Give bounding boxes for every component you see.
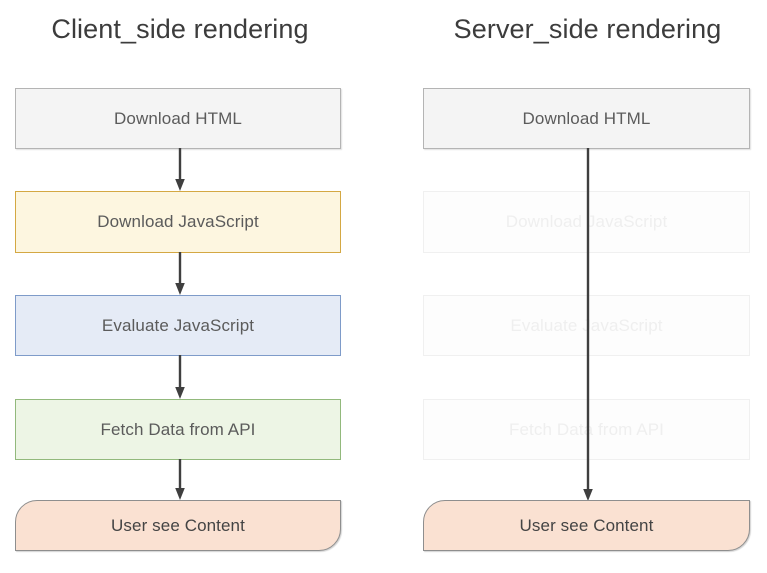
server-side-column-title: Server_side rendering (453, 14, 722, 44)
node-label: Fetch Data from API (100, 419, 256, 439)
arrow-client-js-to-evaluate (173, 252, 187, 296)
arrow-client-html-to-js (173, 148, 187, 192)
node-client-user-see-content[interactable]: User see Content (15, 500, 341, 551)
node-label: Download HTML (522, 108, 651, 128)
client-side-column: Client_side rendering Download HTML Down… (0, 0, 360, 573)
arrow-client-evaluate-to-fetch (173, 355, 187, 400)
node-server-download-html[interactable]: Download HTML (423, 88, 750, 149)
node-label: User see Content (519, 515, 654, 535)
server-side-column: Server_side rendering Download HTML Down… (408, 0, 767, 573)
arrow-client-fetch-to-content (173, 459, 187, 501)
node-label: Evaluate JavaScript (101, 315, 255, 335)
node-client-download-javascript[interactable]: Download JavaScript (15, 191, 341, 253)
node-client-evaluate-javascript[interactable]: Evaluate JavaScript (15, 295, 341, 356)
node-label: User see Content (111, 515, 245, 535)
node-server-user-see-content[interactable]: User see Content (423, 500, 750, 551)
arrow-server-html-to-content (581, 148, 595, 502)
node-label: Download HTML (114, 108, 242, 128)
node-client-fetch-data-from-api[interactable]: Fetch Data from API (15, 399, 341, 460)
client-side-column-title: Client_side rendering (51, 14, 309, 44)
node-client-download-html[interactable]: Download HTML (15, 88, 341, 149)
node-label: Download JavaScript (97, 212, 259, 231)
